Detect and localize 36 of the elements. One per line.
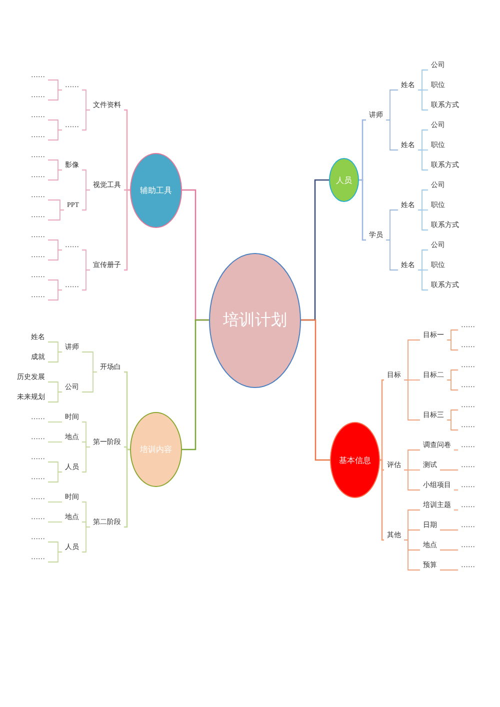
connector-line [182, 319, 209, 450]
connector-line [386, 240, 398, 270]
connector-line [124, 189, 130, 271]
central-topic-ellipse: 培训计划 [209, 252, 301, 388]
connector-line [359, 119, 366, 181]
connector-line [301, 319, 330, 461]
connector-line [82, 446, 90, 472]
topic-ellipse: 辅助工具 [130, 152, 182, 228]
connector-line [48, 210, 64, 220]
connector-line [48, 392, 62, 402]
connector-line [380, 379, 384, 461]
connector-line [418, 90, 428, 110]
connector-line [359, 179, 366, 241]
topic-ellipse: 基本信息 [330, 422, 380, 498]
connector-line [418, 270, 428, 290]
connector-line [446, 380, 458, 390]
connector-line [446, 420, 458, 430]
connector-line [48, 290, 62, 300]
connector-line [82, 526, 90, 552]
topic-ellipse: 人员 [329, 158, 359, 202]
connector-line [446, 340, 458, 350]
connector-line [48, 170, 62, 180]
connector-line [386, 120, 398, 150]
connector-line [124, 448, 130, 528]
topic-ellipse: 培训内容 [130, 412, 182, 487]
connector-line [48, 90, 62, 100]
connector-line [404, 470, 420, 490]
connector-line [48, 472, 62, 482]
connector-line [48, 552, 62, 562]
connector-line [380, 459, 384, 541]
connector-line [418, 150, 428, 170]
connector-line [48, 130, 62, 140]
connector-line [48, 250, 62, 260]
connector-line [418, 210, 428, 230]
connector-line [48, 352, 62, 362]
connector-line [124, 109, 130, 191]
